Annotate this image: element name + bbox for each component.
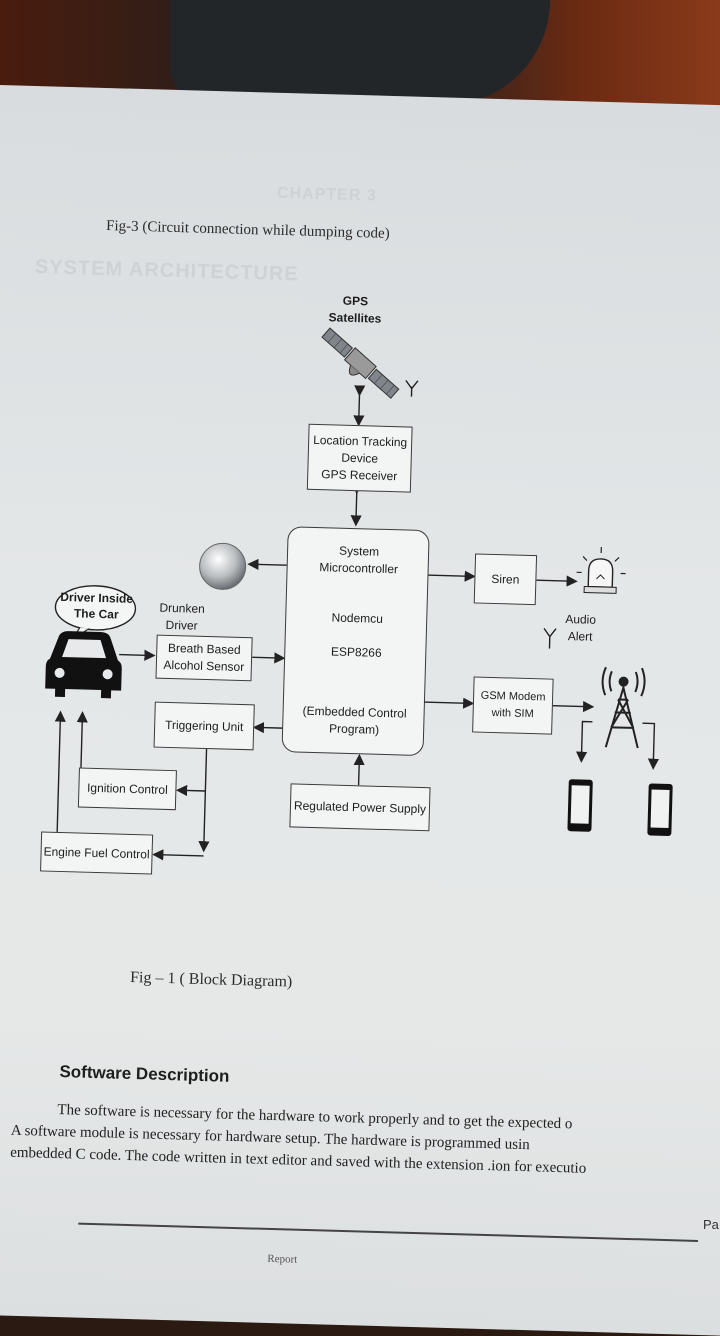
page-marker: Pa — [703, 1217, 719, 1232]
satellite-icon — [316, 327, 400, 405]
nodemcu-label: Nodemcu — [286, 608, 428, 629]
car-icon — [45, 631, 123, 699]
location-tracking-line3: GPS Receiver — [321, 466, 397, 485]
gps-satellites-label: GPS Satellites — [328, 292, 382, 327]
ignition-control-box: Ignition Control — [78, 767, 177, 810]
siren-box: Siren — [474, 553, 537, 605]
esp8266-label: ESP8266 — [285, 642, 427, 663]
embedded-program-line2: Program) — [283, 719, 425, 740]
document-page: CHAPTER 3 SYSTEM ARCHITECTURE Fig-3 (Cir… — [0, 85, 720, 1336]
regulated-power-supply-box: Regulated Power Supply — [289, 783, 430, 831]
breath-sensor-line2: Alcohol Sensor — [163, 657, 244, 676]
status-sphere-icon — [199, 543, 246, 590]
microcontroller-label: Microcontroller — [287, 558, 429, 579]
gsm-modem-line1: GSM Modem — [480, 688, 545, 707]
dark-cloth — [170, 0, 550, 105]
breath-sensor-line1: Breath Based — [168, 640, 241, 659]
siren-icon — [576, 546, 626, 593]
location-tracking-line1: Location Tracking — [313, 431, 408, 451]
location-tracking-box: Location Tracking Device GPS Receiver — [307, 424, 413, 493]
cell-tower-icon — [601, 667, 645, 748]
software-paragraph: The software is necessary for the hardwa… — [10, 1098, 652, 1182]
page-rule — [78, 1223, 698, 1242]
engine-fuel-control-box: Engine Fuel Control — [40, 831, 153, 874]
figure-1-caption: Fig – 1 ( Block Diagram) — [130, 969, 293, 992]
software-description-heading: Software Description — [59, 1062, 230, 1087]
mobile-phone-icon — [647, 783, 672, 836]
footer-text: Report — [267, 1253, 297, 1266]
mobile-phone-icon — [567, 779, 592, 832]
breath-sensor-box: Breath Based Alcohol Sensor — [155, 635, 252, 682]
gsm-modem-line2: with SIM — [491, 705, 534, 723]
microcontroller-box: System Microcontroller Nodemcu ESP8266 (… — [281, 526, 429, 756]
triggering-unit-box: Triggering Unit — [154, 702, 255, 751]
location-tracking-line2: Device — [341, 449, 378, 467]
audio-alert-label: Audio Alert — [565, 611, 597, 646]
driver-bubble-line2: The Car — [57, 605, 135, 624]
gsm-modem-box: GSM Modem with SIM — [472, 676, 554, 734]
